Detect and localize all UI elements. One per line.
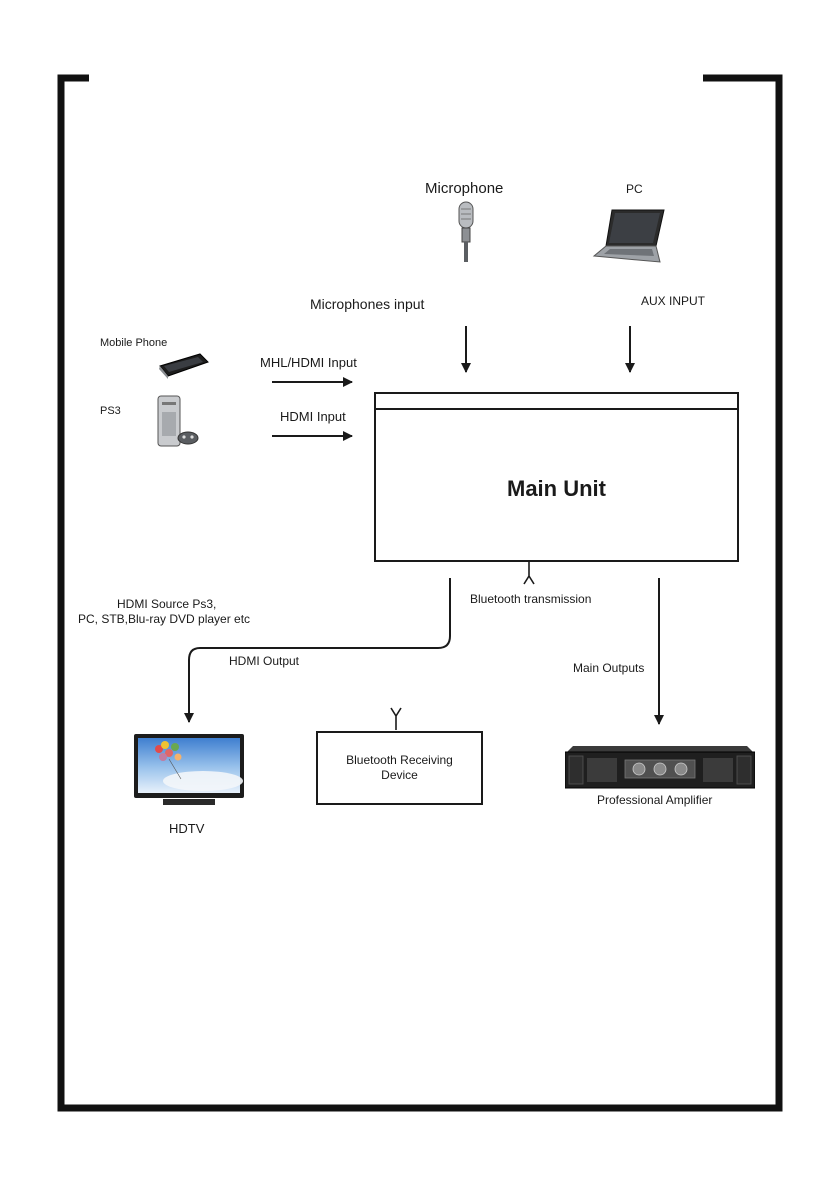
aux-input-label: AUX INPUT	[641, 295, 705, 309]
main-unit-title: Main Unit	[376, 476, 737, 502]
microphone-title: Microphone	[425, 180, 503, 197]
hdmi-source-note-line1: HDMI Source Ps3,	[117, 598, 216, 612]
ps3-title: PS3	[100, 405, 121, 418]
hdmi-output-label: HDMI Output	[229, 655, 299, 669]
hdtv-label: HDTV	[169, 822, 204, 837]
bluetooth-receiver-line1: Bluetooth Receiving	[318, 753, 481, 767]
mobile-phone-title: Mobile Phone	[100, 337, 167, 350]
main-unit-antenna	[524, 562, 534, 584]
hdtv-icon	[133, 733, 245, 807]
hdmi-source-note-line2: PC, STB,Blu-ray DVD player etc	[78, 613, 250, 627]
laptop-icon	[590, 206, 668, 266]
page-border	[61, 78, 779, 1108]
main-unit-box: Main Unit	[374, 392, 739, 562]
hdmi-input-label: HDMI Input	[280, 410, 346, 425]
game-console-icon	[154, 394, 200, 450]
mhl-hdmi-input-label: MHL/HDMI Input	[260, 356, 357, 371]
amplifier-icon	[565, 738, 755, 790]
bluetooth-receiver-box: Bluetooth Receiving Device	[316, 731, 483, 805]
main-outputs-label: Main Outputs	[573, 662, 644, 676]
professional-amplifier-label: Professional Amplifier	[597, 794, 712, 808]
pc-title: PC	[626, 183, 643, 197]
main-unit-top-strip	[376, 408, 737, 410]
hdmi-output-arrow	[189, 578, 450, 722]
microphones-input-label: Microphones input	[310, 296, 424, 312]
bluetooth-transmission-label: Bluetooth transmission	[470, 593, 591, 607]
microphone-icon	[454, 200, 478, 264]
mobile-phone-icon	[154, 352, 210, 380]
bluetooth-receiver-line2: Device	[318, 768, 481, 782]
receiver-antenna	[391, 708, 401, 730]
